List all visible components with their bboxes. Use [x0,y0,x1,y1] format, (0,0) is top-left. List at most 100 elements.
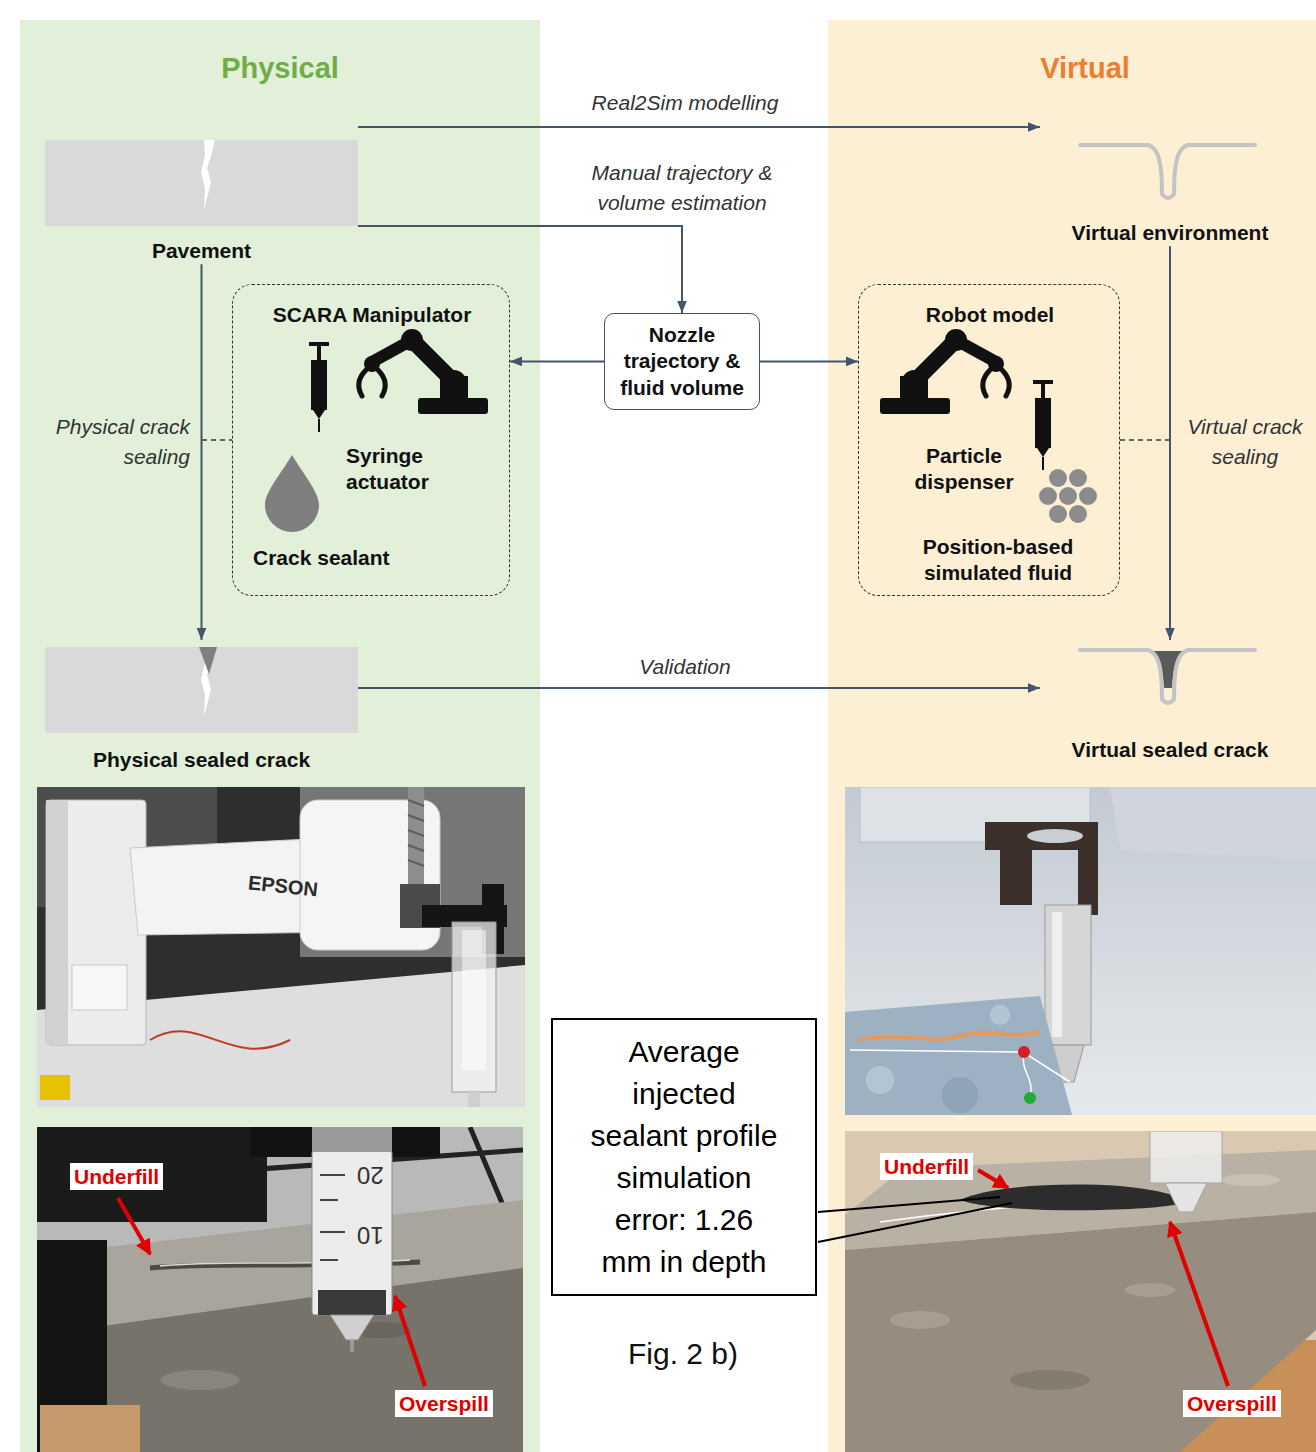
text-slot: Virtual [854,51,1316,86]
simulation-render [1018,1046,1030,1058]
node-label: Virtual environment [1040,220,1300,246]
robot-photo [468,1092,480,1107]
sealing-render [1170,1222,1228,1386]
hardware-group: SCARA ManipulatorSyringe actuatorCrack s… [232,284,510,596]
callout-text: Average injected sealant profile simulat… [588,1031,780,1283]
defect-label: Underfill [880,1153,973,1180]
sealed-block [199,647,217,674]
syringe-icon [318,419,320,432]
sealing-photo [40,1405,140,1452]
text-slot: SCARA Manipulator [233,302,511,328]
edge-label: Virtual crack sealing [1181,412,1309,472]
text-slot: Underfill [70,1163,163,1190]
node-label: SCARA Manipulator [233,302,511,328]
picture-area [1040,115,1300,200]
virtual-crack-profile [1174,145,1188,194]
pavement-block [45,140,358,226]
robot-icon [880,329,1009,414]
picture-area [1040,640,1300,712]
sealing-photo [37,1127,523,1452]
sealing-photo [37,1268,523,1452]
simulation-render [850,1050,1070,1096]
robot-photo [40,1075,70,1100]
text-slot: Overspill [1183,1390,1281,1417]
sealing-photo [395,1296,425,1386]
sealing-photo [318,1290,386,1315]
node-label: Nozzle trajectory & fluid volume [611,322,753,401]
picture-area [45,115,358,226]
picture-area [45,640,358,733]
text-slot: Crack sealant [253,545,453,571]
leader-line [818,1203,1012,1242]
virtual-crack-profile [1080,145,1162,194]
robot-photo [72,965,127,1010]
virtual-sealed-profile [1188,648,1255,652]
node-label: Syringe actuator [346,443,446,496]
particles [1039,487,1057,505]
simulation-group: Robot modelParticle dispenserPosition-ba… [858,284,1120,596]
sealing-render [845,1212,1316,1452]
node-label: Virtual sealed crack [1040,737,1300,763]
leader-line [818,1197,1000,1212]
edge-label: Physical crack sealing [40,412,190,472]
syringe-icon [311,360,327,410]
robot-icon [378,370,385,396]
node-label: Crack sealant [253,545,453,571]
flow-arrow [510,360,604,362]
syringe-icon [309,342,329,432]
flow-arrow [358,126,1040,128]
simulation-render [985,822,1098,915]
particles [1079,487,1097,505]
sealant-drop [265,455,319,532]
node-label: Particle dispenser [899,443,1029,496]
virtual-crack-profile [1188,143,1255,147]
sealing-photo [330,1315,374,1340]
virtual-sealed-profile [1080,650,1162,699]
sealed-node: Physical sealed crack [45,640,358,773]
virtual-sealed-profile [1162,699,1174,703]
robot-photo [452,922,496,1092]
node-label: Physical sealed crack [45,747,358,773]
edge-label: Manual trajectory & volume estimation [562,158,802,218]
sealed-node: Virtual sealed crack [1040,640,1300,763]
virtual-sealed-profile [1080,650,1255,703]
robot-icon [359,370,366,396]
particles [1049,469,1067,487]
sealing-render [1150,1131,1222,1183]
text-slot: Underfill [880,1153,973,1180]
text-slot: 20 [357,1160,384,1190]
robot-photo [37,787,525,1107]
flow-arrow [358,226,682,313]
robot-icon [372,340,412,362]
robot-photo [462,930,486,1070]
simulation-render [866,1066,894,1094]
virtual-sealed-profile [1174,650,1188,699]
dashed-tie [1120,439,1170,441]
sealing-render [1010,1370,1090,1390]
flow-arrow [1169,246,1171,640]
simulation-render [1027,829,1083,843]
text-slot: Fig. 2 b) [568,1335,798,1373]
defect-label: Overspill [395,1390,493,1417]
edge-label: Validation [560,652,810,682]
sealed-block [45,647,358,733]
figure-caption: Fig. 2 b) [568,1335,798,1373]
simulation-render [1110,787,1316,860]
sealing-render [890,1311,950,1329]
sealing-render [1220,1174,1280,1186]
syringe-icon [309,342,329,346]
text-slot: Real2Sim modelling [560,88,810,118]
sealing-photo [118,1198,150,1254]
text-slot: Robot model [859,302,1121,328]
syringe-icon [313,410,325,419]
sealing-photo [37,1127,523,1452]
environment-node: Virtual environment [1040,115,1300,246]
sealed-block [45,647,358,733]
callout-box: Average injected sealant profile simulat… [551,1018,817,1296]
particles [1069,505,1087,523]
panel-heading: Virtual [854,51,1316,86]
text-slot: Overspill [395,1390,493,1417]
particles [1049,505,1067,523]
virtual-crack-profile [1162,194,1174,198]
robot-photo [46,800,68,1045]
